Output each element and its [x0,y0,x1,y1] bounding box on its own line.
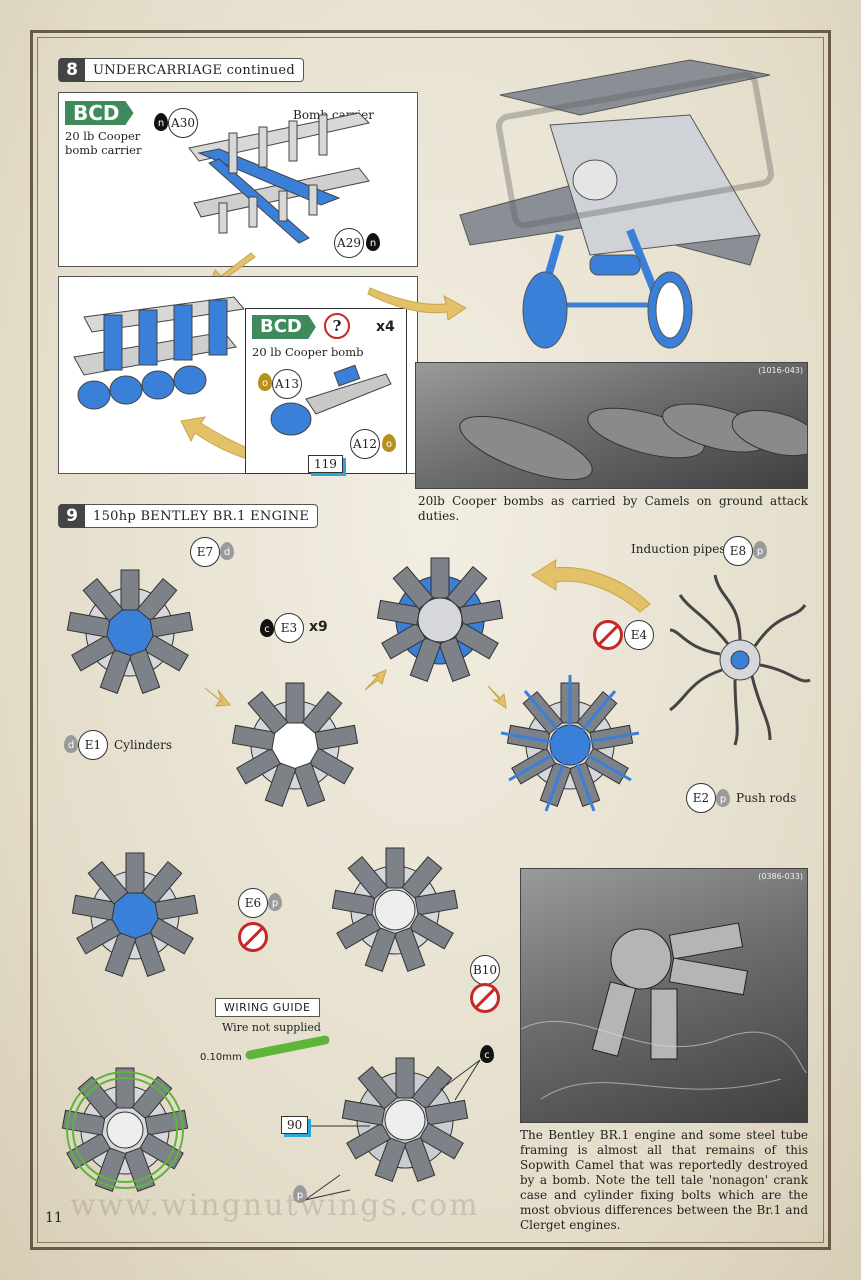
part-callout-e7: E7 [190,537,220,567]
step-9-header: 9 150hp BENTLEY BR.1 ENGINE [58,504,319,528]
step-8-header: 8 UNDERCARRIAGE continued [58,58,304,82]
paint-drop-icon: p [716,789,730,807]
part-callout-a13: A13 [272,369,302,399]
part-callout-e8: E8 [723,536,753,566]
part-callout-e6: E6 [238,888,268,918]
photo-id: (0386-033) [758,872,803,881]
cylinders-label: Cylinders [114,738,173,752]
paint-drop-icon: d [220,542,234,560]
paint-drop-icon: d [64,735,78,753]
part-callout-e2: E2 [686,783,716,813]
photo-caption: 20lb Cooper bombs as carried by Camels o… [418,494,808,523]
step-title: UNDERCARRIAGE continued [93,62,295,78]
paint-drop-icon: c [480,1045,494,1063]
bomb-description: 20 lb Cooper bomb [252,345,364,359]
part-callout-b10: B10 [470,955,500,985]
sopwith-camel-drawing [459,59,774,349]
no-glue-icon [593,620,623,650]
no-glue-icon [238,922,268,952]
reference-number: 90 [281,1116,309,1134]
part-callout-a30: A30 [168,108,198,138]
wiring-guide-title: WIRING GUIDE [215,998,320,1017]
page-frame-inner [37,37,824,1243]
question-icon: ? [324,313,350,339]
no-glue-icon [470,983,500,1013]
part-callout-e4: E4 [624,620,654,650]
quantity-label: x4 [376,319,395,335]
wire-note: Wire not supplied [222,1021,321,1034]
photo-caption: The Bentley BR.1 engine and some steel t… [520,1128,808,1232]
bomb-carrier-drawing [188,112,370,244]
bomb-carrier-panel: BCD 20 lb Cooper bomb carrier Bomb carri… [58,92,418,267]
desc-line: bomb carrier [65,143,142,157]
step-arrow-icon [367,287,467,321]
step-number: 9 [59,504,85,528]
paint-drop-icon: p [293,1185,307,1203]
engine-photo-content [521,922,807,1100]
cooper-bombs-photo: (1016-043) [415,362,808,489]
cooper-bomb-detail: BCD ? x4 20 lb Cooper bomb o A13 A12 o 1… [245,308,407,474]
paint-drop-icon: o [382,434,396,452]
variant-badge: BCD [252,315,316,339]
watermark-url: www.wingnutwings.com [70,1188,480,1223]
page-number: 11 [45,1210,63,1226]
part-callout-a29: A29 [334,228,364,258]
induction-pipes-label: Induction pipes [631,542,726,556]
paint-drop-icon: n [154,113,168,131]
engine-cylinders-drawing [66,569,194,694]
page-frame [30,30,831,1250]
step-title: 150hp BENTLEY BR.1 ENGINE [93,508,310,524]
paint-drop-icon: p [268,893,282,911]
paint-drop-icon: o [258,373,272,391]
bomb-carrier-assembled-drawing [73,296,245,410]
part-callout-e1: E1 [78,730,108,760]
cooper-bomb-drawing [270,364,392,436]
push-rods-label: Push rods [736,791,797,805]
paint-drop-icon: c [260,619,274,637]
part-callout-e3: E3 [274,613,304,643]
step-arrow-icon [180,416,265,464]
wire-size: 0.10mm [200,1052,242,1063]
step-number: 8 [59,58,85,82]
photo-id: (1016-043) [758,366,803,375]
quantity-label: x9 [309,619,328,635]
bombs-photo-content [459,403,807,481]
paint-drop-icon: p [753,541,767,559]
desc-line: 20 lb Cooper [65,129,141,143]
part-callout-a12: A12 [350,429,380,459]
variant-description: 20 lb Cooper bomb carrier [65,129,141,157]
bentley-engine-photo: (0386-033) [520,868,808,1123]
reference-number: 119 [308,455,343,473]
paint-drop-icon: n [366,233,380,251]
variant-badge: BCD [65,101,134,125]
